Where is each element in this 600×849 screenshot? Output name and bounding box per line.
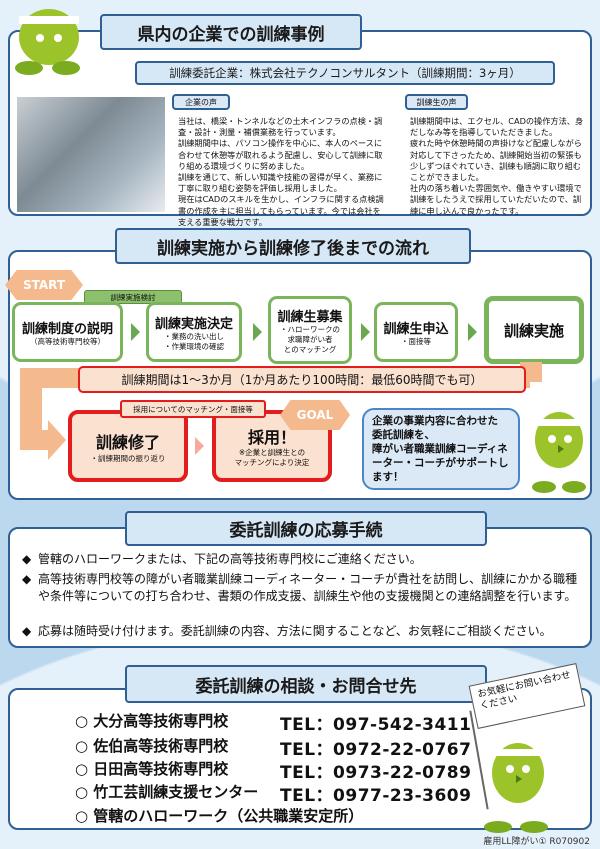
application-bullet: 管轄のハローワークまたは、下記の高等技術専門校にご連絡ください。 (22, 551, 582, 568)
step-sub: ※企業と訓練生との マッチングにより決定 (234, 448, 310, 467)
contact-item: ○ 竹工芸訓練支援センター TEL：0977-23-3609 (75, 781, 475, 806)
section-title-flow: 訓練実施から訓練修了後までの流れ (115, 228, 471, 264)
section-title-contact: 委託訓練の相談・お問合せ先 (125, 665, 487, 703)
contact-item: ○ 管轄のハローワーク（公共職業安定所） (75, 805, 475, 826)
company-voice-label: 企業の声 (172, 94, 230, 110)
section-title-case-study: 県内の企業での訓練事例 (100, 14, 362, 50)
contact-phone[interactable]: TEL：0972-22-0767 (280, 740, 472, 760)
flow-step-training: 訓練実施 (484, 296, 584, 364)
arrow-right-icon (195, 437, 204, 455)
connector-arrow (20, 368, 42, 448)
arrow-right-icon (131, 323, 140, 341)
company-voice-text: 当社は、橋梁・トンネルなどの土木インフラの点検・調査・設計・測量・補償業務を行っ… (178, 116, 384, 227)
step-title: 訓練生申込 (383, 321, 449, 337)
start-badge: START (5, 270, 83, 300)
flow-step-recruit: 訓練生募集・ハローワークの 求職障がい者 とのマッチング (268, 296, 352, 364)
section-title-application: 委託訓練の応募手続 (125, 511, 487, 546)
contact-item: ○ 日田高等技術専門校 TEL：0973-22-0789 (75, 758, 475, 783)
step-title: 訓練生募集 (277, 309, 343, 325)
matching-tag: 採用についてのマッチング・面接等 (120, 400, 266, 418)
step-title: 訓練実施 (503, 321, 564, 340)
step-sub: ・ハローワークの 求職障がい者 とのマッチング (280, 324, 340, 354)
review-tag: 訓練実施検討 (84, 290, 182, 304)
step-title: 採用！ (247, 428, 296, 447)
step-sub: （高等技術専門校等） (30, 336, 105, 346)
flow-step-explanation: 訓練制度の説明（高等技術専門校等） (12, 302, 123, 362)
contact-name: ○ 大分高等技術専門校 (75, 712, 229, 730)
contact-phone[interactable]: TEL：097-542-3411 (280, 715, 472, 735)
step-title: 訓練修了 (95, 432, 160, 452)
contact-name: ○ 竹工芸訓練支援センター (75, 783, 259, 801)
application-bullet: 応募は随時受け付けます。委託訓練の内容、方法に関することなど、お気軽にご相談くだ… (22, 623, 582, 640)
trainee-voice-text: 訓練期間中は、エクセル、CADの操作方法、身だしなみ等を指導していただきました。… (410, 116, 584, 216)
mascot-icon (532, 412, 586, 493)
flow-step-decision: 訓練実施決定・業務の洗い出し ・作業環境の確認 (146, 302, 242, 362)
contact-name: ○ 佐伯高等技術専門校 (75, 737, 229, 755)
trainee-voice-label: 訓練生の声 (405, 94, 468, 110)
step-title: 訓練制度の説明 (21, 321, 113, 337)
connector-arrow (20, 430, 50, 450)
flow-step-complete: 訓練修了・訓練期間の振り返り (68, 410, 188, 482)
footer-code: 雇用LL障がい① R070902 (483, 837, 590, 847)
arrow-right-icon (468, 323, 477, 341)
arrow-right-icon (48, 420, 66, 460)
flow-step-apply: 訓練生申込・面接等 (374, 302, 458, 362)
flow-step-hire: 採用！※企業と訓練生との マッチングにより決定 (212, 410, 332, 482)
company-name: 訓練委託企業：株式会社テクノコンサルタント（訓練期間：3ヶ月） (135, 61, 555, 85)
training-photo (17, 97, 165, 212)
mascot-icon (484, 743, 548, 833)
step-sub: ・訓練期間の振り返り (90, 453, 166, 463)
mascot-icon (15, 9, 80, 75)
contact-name: ○ 管轄のハローワーク（公共職業安定所） (75, 807, 364, 825)
application-bullet: 高等技術専門校等の障がい者職業訓練コーディネーター・コーチが貴社を訪問し、訓練に… (22, 571, 582, 605)
step-sub: ・面接等 (401, 336, 431, 346)
contact-phone[interactable]: TEL：0973-22-0789 (280, 763, 472, 783)
contact-name: ○ 日田高等技術専門校 (75, 760, 229, 778)
arrow-right-icon (361, 323, 370, 341)
contact-phone[interactable]: TEL：0977-23-3609 (280, 786, 472, 806)
contact-item: ○ 佐伯高等技術専門校 TEL：0972-22-0767 (75, 735, 475, 760)
contact-item: ○ 大分高等技術専門校 TEL：097-542-3411 (75, 710, 475, 735)
step-sub: ・業務の洗い出し ・作業環境の確認 (164, 331, 224, 351)
arrow-right-icon (253, 323, 262, 341)
training-period-bar: 訓練期間は1～3か月（1か月あたり100時間：最低60時間でも可） (78, 366, 526, 393)
step-title: 訓練実施決定 (154, 316, 233, 332)
goal-badge: GOAL (280, 400, 350, 430)
support-speech-bubble: 企業の事業内容に合わせた 委託訓練を、 障がい者職業訓練コーディネーター・コーチ… (362, 408, 520, 490)
